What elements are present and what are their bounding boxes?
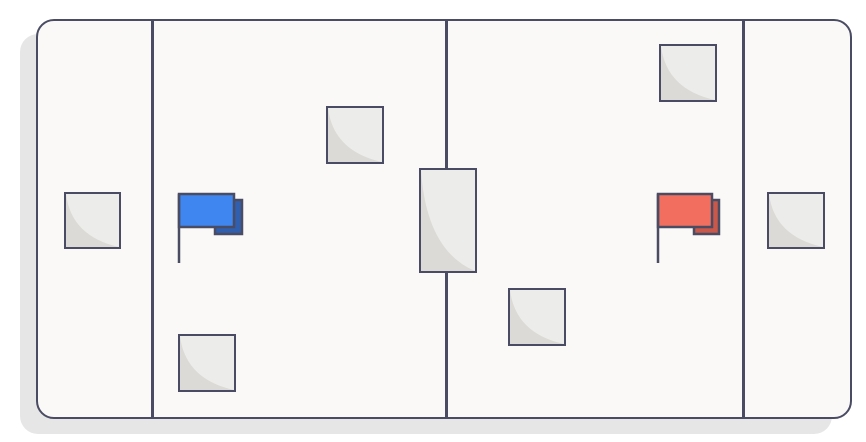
blue-flag-icon[interactable] — [177, 192, 247, 264]
bottom-left-block[interactable] — [178, 334, 236, 392]
top-right-block[interactable] — [659, 44, 717, 102]
red-flag-icon[interactable] — [656, 192, 726, 264]
bottom-right-block[interactable] — [508, 288, 566, 346]
right-endzone-line — [742, 21, 745, 417]
center-block[interactable] — [419, 168, 477, 273]
right-endzone-block[interactable] — [767, 192, 825, 249]
left-endzone-line — [151, 21, 154, 417]
playing-field[interactable] — [36, 19, 852, 419]
left-endzone-block[interactable] — [64, 192, 121, 249]
top-left-block[interactable] — [326, 106, 384, 164]
